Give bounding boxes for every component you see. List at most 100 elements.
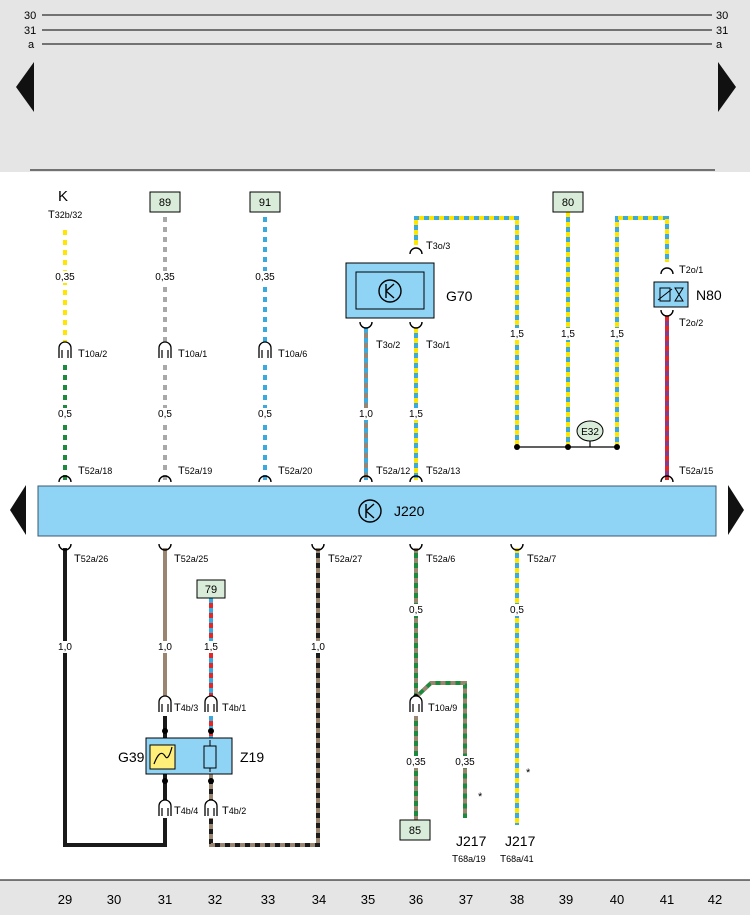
connector-t52a13-label: T52a/13 bbox=[426, 465, 460, 477]
component-g39-label: G39 bbox=[118, 749, 145, 765]
connector-t52a-bot-0 bbox=[58, 543, 72, 551]
connector-t52a-top-3 bbox=[359, 475, 373, 483]
grid-number-42: 42 bbox=[708, 892, 722, 907]
grid-number-34: 34 bbox=[312, 892, 326, 907]
connector-t52a7-label: T52a/7 bbox=[527, 553, 556, 565]
connector-t52a-bot-1 bbox=[158, 543, 172, 551]
connector-t10a2 bbox=[58, 341, 72, 358]
component-g70-label: G70 bbox=[446, 288, 473, 304]
connector-t3o2 bbox=[359, 321, 373, 329]
connector-t52a25-label: T52a/25 bbox=[174, 553, 208, 565]
component-g39-z19 bbox=[145, 737, 233, 775]
rail-31-left: 31 bbox=[24, 25, 36, 37]
wire-29-black bbox=[63, 548, 167, 847]
connector-t3o3 bbox=[409, 247, 423, 255]
wire-size-37-bot: 0,35 bbox=[455, 757, 475, 768]
connector-t52a18-label: T52a/18 bbox=[78, 465, 112, 477]
terminal-box-80: 80 bbox=[552, 191, 584, 213]
connector-t3o1-label: T3o/1 bbox=[426, 339, 450, 351]
wire-size-33-bot: 0,5 bbox=[258, 409, 272, 420]
svg-text:79: 79 bbox=[205, 584, 217, 596]
connector-t52a-top-4 bbox=[409, 475, 423, 483]
wire-size-k-bot: 0,5 bbox=[58, 409, 72, 420]
asterisk-note-a: * bbox=[478, 791, 483, 803]
connector-t52a-top-0 bbox=[58, 475, 72, 483]
wire-37-green-brown bbox=[414, 681, 467, 818]
connector-t4b4-label: T4b/4 bbox=[174, 805, 198, 817]
next-page-arrow-middle[interactable] bbox=[728, 485, 744, 535]
wire-size-k-top: 0,35 bbox=[55, 272, 75, 283]
rail-30-right: 30 bbox=[716, 10, 728, 22]
wire-34-black-brown bbox=[209, 548, 320, 847]
connector-t52a-bot-3 bbox=[409, 543, 423, 551]
connector-t52a27-label: T52a/27 bbox=[328, 553, 362, 565]
ground-point-e32: E32 bbox=[576, 420, 604, 442]
connector-t10a1 bbox=[158, 341, 172, 358]
wire-size-39-top: 1,5 bbox=[561, 329, 575, 340]
component-j220 bbox=[37, 485, 717, 537]
connector-t52a12-label: T52a/12 bbox=[376, 465, 410, 477]
connector-t4b3-label: T4b/3 bbox=[174, 702, 198, 714]
connector-t10a9-label: T10a/9 bbox=[428, 702, 457, 714]
connector-t52a19-label: T52a/19 bbox=[178, 465, 212, 477]
splice-dot bbox=[162, 778, 168, 784]
prev-page-arrow-top[interactable] bbox=[16, 62, 34, 112]
component-k-label: K bbox=[58, 188, 68, 205]
valve-icon bbox=[674, 287, 684, 302]
prev-page-arrow-middle[interactable] bbox=[10, 485, 26, 535]
component-g70 bbox=[345, 262, 435, 319]
grid-number-29: 29 bbox=[58, 892, 72, 907]
connector-t10a6-label: T10a/6 bbox=[278, 348, 307, 360]
svg-text:85: 85 bbox=[409, 825, 421, 837]
connectors bbox=[58, 247, 674, 816]
svg-text:80: 80 bbox=[562, 197, 574, 209]
wire-size-33-top: 0,35 bbox=[255, 272, 275, 283]
grid-number-33: 33 bbox=[261, 892, 275, 907]
connector-t68a19-label: T68a/19 bbox=[452, 854, 486, 865]
svg-text:91: 91 bbox=[259, 197, 271, 209]
component-n80-label: N80 bbox=[696, 287, 722, 303]
connector-t4b3 bbox=[158, 695, 172, 712]
rail-a-right: a bbox=[716, 39, 723, 51]
splice-dot bbox=[162, 728, 168, 734]
terminal-box-91: 91 bbox=[249, 191, 281, 213]
connector-t2o1-label: T2o/1 bbox=[679, 264, 703, 276]
connector-t52a26-label: T52a/26 bbox=[74, 553, 108, 565]
splice-dot bbox=[614, 444, 620, 450]
wire-size-32-low: 1,5 bbox=[204, 642, 218, 653]
rail-31-right: 31 bbox=[716, 25, 728, 37]
asterisk-note-b: * bbox=[526, 767, 531, 779]
connector-t10a9 bbox=[409, 695, 423, 712]
grid-number-38: 38 bbox=[510, 892, 524, 907]
component-j217-label-a: J217 bbox=[456, 833, 487, 849]
grid-number-36: 36 bbox=[409, 892, 423, 907]
splice-dot bbox=[565, 444, 571, 450]
connector-t52a-top-5 bbox=[660, 475, 674, 483]
connector-t10a2-label: T10a/2 bbox=[78, 348, 107, 360]
component-n80 bbox=[653, 281, 689, 308]
grid-number-40: 40 bbox=[610, 892, 624, 907]
rail-30-left: 30 bbox=[24, 10, 36, 22]
wire-size-31-low: 1,0 bbox=[158, 642, 172, 653]
wire-top-blue-yellow-loop bbox=[414, 216, 519, 447]
connector-t52a-bot-4 bbox=[510, 543, 524, 551]
component-z19-label: Z19 bbox=[240, 749, 264, 765]
grid-number-37: 37 bbox=[459, 892, 473, 907]
connector-t3o2-label: T3o/2 bbox=[376, 339, 400, 351]
wire-size-31-bot: 0,5 bbox=[158, 409, 172, 420]
connector-t52a-top-1 bbox=[158, 475, 172, 483]
wire-size-35: 1,0 bbox=[359, 409, 373, 420]
connector-t52a15-label: T52a/15 bbox=[679, 465, 713, 477]
wire-size-36-bot: 0,35 bbox=[406, 757, 426, 768]
grid-bar bbox=[0, 880, 750, 915]
component-j220-label: J220 bbox=[394, 503, 425, 519]
control-unit-icon bbox=[378, 279, 402, 303]
wires bbox=[63, 212, 669, 847]
terminal-box-89: 89 bbox=[149, 191, 181, 213]
control-unit-icon-j220 bbox=[358, 499, 382, 523]
next-page-arrow-top[interactable] bbox=[718, 62, 736, 112]
wire-size-38-low: 0,5 bbox=[510, 605, 524, 616]
connector-t52a6-label: T52a/6 bbox=[426, 553, 455, 565]
splice-dot bbox=[208, 728, 214, 734]
